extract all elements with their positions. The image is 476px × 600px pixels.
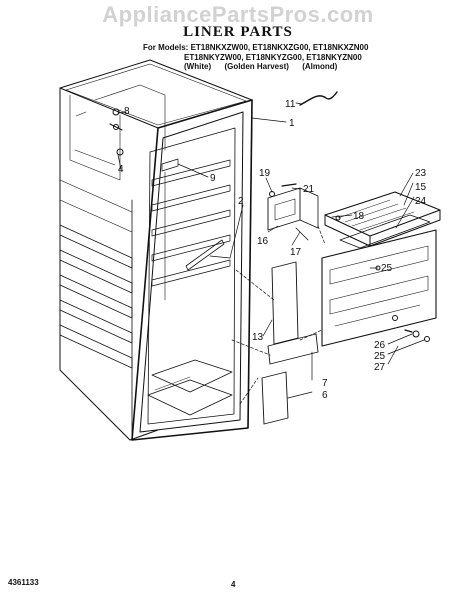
callout-15: 15 (415, 182, 427, 193)
fasteners (404, 329, 430, 342)
duct-extension-6 (261, 371, 289, 425)
models-line-1: ET18NKXZW00, ET18NKXZG00, ET18NKXZN00 (190, 43, 369, 52)
callout-8: 8 (124, 106, 130, 117)
callout-7: 7 (322, 378, 328, 389)
callout-27: 27 (374, 362, 386, 373)
models-prefix: For Models: (143, 43, 189, 52)
callout-26: 26 (374, 340, 386, 351)
callout-2: 2 (238, 196, 244, 207)
callout-17: 17 (290, 247, 302, 258)
callout-25b: 25 (374, 351, 386, 362)
seal-strip-7 (267, 333, 319, 365)
callout-11: 11 (285, 99, 296, 110)
leader-lines (117, 102, 425, 405)
document-number: 4361133 (8, 578, 39, 587)
model-list: For Models: ET18NKXZW00, ET18NKXZG00, ET… (143, 43, 368, 53)
control-bracket-assembly (267, 183, 319, 241)
control-housing (324, 191, 441, 249)
callout-25a: 25 (381, 263, 393, 274)
callout-21: 21 (303, 184, 315, 195)
model-list-cont: ET18NKYZW00, ET18NKYZG00, ET18NKYZN00 (W… (184, 53, 362, 72)
models-line-2: ET18NKYZW00, ET18NKYZG00, ET18NKYZN00 (184, 52, 362, 62)
callout-6: 6 (322, 390, 328, 401)
air-duct-13 (271, 261, 299, 345)
callout-19: 19 (259, 168, 271, 179)
wire-harness (299, 91, 338, 106)
callout-1: 1 (289, 118, 295, 129)
callout-24: 24 (415, 196, 427, 207)
callout-23: 23 (415, 168, 427, 179)
callout-16: 16 (257, 236, 269, 247)
models-line-3: (White) (Golden Harvest) (Almond) (184, 62, 338, 71)
shelf-rail (185, 239, 225, 271)
page-number: 4 (231, 580, 236, 589)
callout-9: 9 (210, 173, 216, 184)
callout-4: 4 (118, 164, 124, 175)
callout-18: 18 (353, 211, 365, 222)
diagram-title: LINER PARTS (183, 24, 293, 40)
duct-panel (321, 229, 437, 347)
callout-labels: 8 4 9 11 1 19 21 2 16 17 18 23 15 24 25 … (118, 99, 427, 401)
watermark: AppliancePartsPros.com (102, 2, 374, 27)
callout-13: 13 (252, 332, 264, 343)
liner-box (59, 59, 253, 441)
